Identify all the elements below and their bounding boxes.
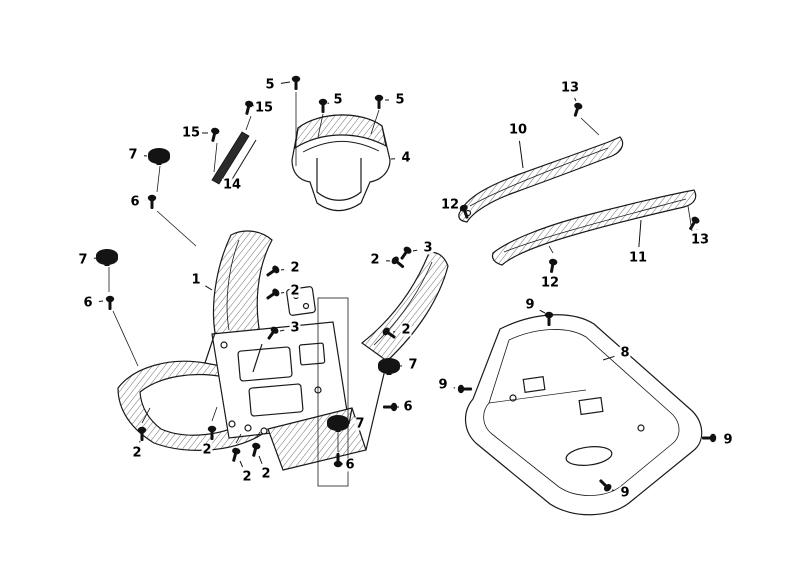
part-10-side-trim xyxy=(458,136,624,223)
screw-icon xyxy=(374,94,384,109)
screw-icon xyxy=(457,384,472,394)
screw-icon xyxy=(318,98,328,113)
screw-icon xyxy=(242,99,255,116)
part-1-floor-panel xyxy=(117,230,449,487)
screw-icon xyxy=(547,258,558,274)
assembly-lines xyxy=(108,92,693,452)
screw-icon xyxy=(208,126,221,143)
screw-icon xyxy=(147,194,157,209)
screw-icon xyxy=(291,75,301,90)
part-11-side-trim xyxy=(491,189,697,266)
cap-icon xyxy=(378,358,400,375)
screw-icon xyxy=(383,402,398,412)
screw-icon xyxy=(264,287,281,303)
part-4-cover xyxy=(291,114,391,212)
screw-icon xyxy=(397,245,413,262)
screw-icon xyxy=(702,433,717,443)
screw-icon xyxy=(686,215,701,232)
part-14-strip xyxy=(211,131,257,187)
screw-icon xyxy=(229,446,242,463)
part-8-under-cover xyxy=(465,314,703,516)
screw-icon xyxy=(570,101,584,118)
screw-icon xyxy=(105,295,115,310)
screw-icon xyxy=(249,441,262,458)
cap-icon xyxy=(96,249,118,266)
cap-icon xyxy=(148,148,170,165)
screw-icon xyxy=(264,264,281,280)
